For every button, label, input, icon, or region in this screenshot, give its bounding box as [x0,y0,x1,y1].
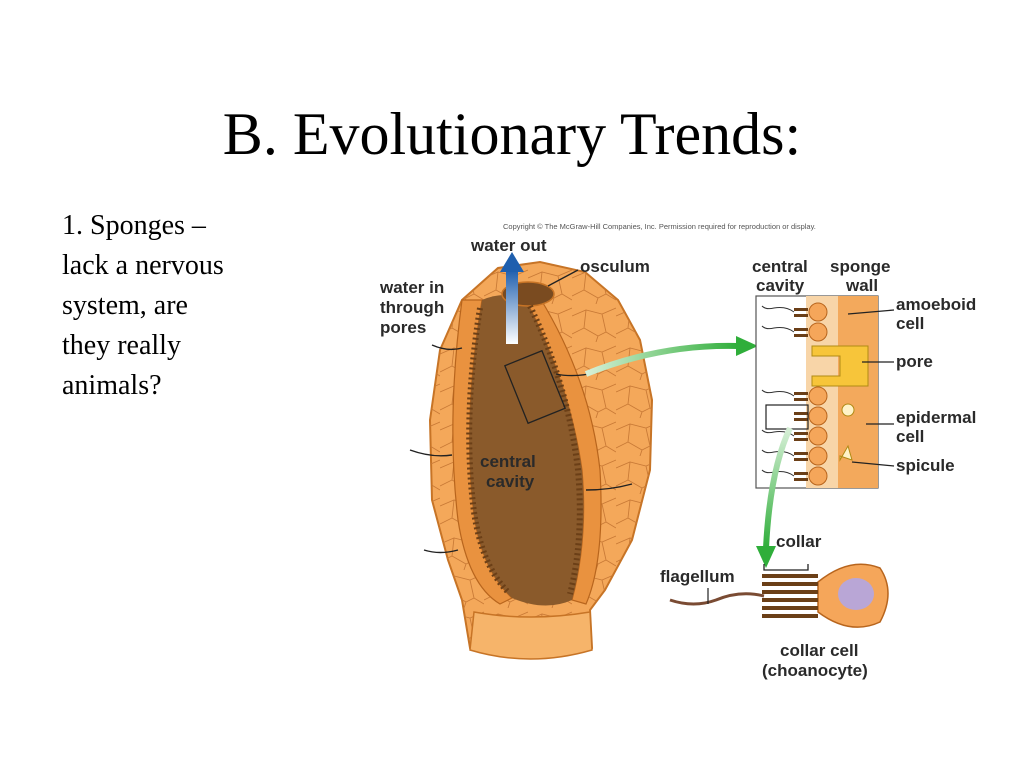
label-osculum: osculum [580,257,650,276]
arrow-to-collar-cell [756,426,793,568]
label-central-cavity-inset-line: cavity [756,276,805,295]
inset-pore [811,345,869,387]
label-central-cavity-line: central [480,452,536,471]
label-water-in-line: through [380,298,444,317]
label-sponge-wall-line: wall [845,276,878,295]
water-out-arrow [500,252,524,344]
label-epidermal-cell: epidermal cell [896,408,981,446]
bullet-text: 1. Sponges – lack a nervous system, are … [62,206,302,406]
copyright-text: Copyright © The McGraw-Hill Companies, I… [503,222,816,231]
label-central-cavity-inset-line: central [752,257,808,276]
label-epidermal-cell-line: epidermal [896,408,976,427]
label-sponge-wall-line: sponge [830,257,890,276]
label-central-cavity-main: central cavity [480,452,540,491]
label-amoeboid-cell-line: cell [896,314,924,333]
bullet-line: 1. Sponges – [62,210,206,241]
label-collar-cell-line: collar cell [780,641,858,660]
bullet-line: lack a nervous [62,250,224,281]
label-epidermal-cell-line: cell [896,427,924,446]
label-water-in: water in through pores [379,278,449,337]
label-water-in-line: water in [379,278,444,297]
wall-inset [755,295,895,489]
bullet-line: they really [62,330,181,361]
label-flagellum: flagellum [660,567,735,586]
collar-cell-detail [669,563,889,628]
bullet-line: animals? [62,370,162,401]
bullet-line: system, are [62,290,188,321]
inset-spicule [839,444,853,462]
arrow-to-wall-inset [584,336,758,377]
label-collar-cell-line: (choanocyte) [762,661,868,680]
label-pore: pore [896,352,933,371]
collar-cell-nucleus [838,578,874,610]
label-water-in-line: pores [380,318,426,337]
inset-collar-cells [808,302,828,486]
label-water-out: water out [470,236,547,255]
label-amoeboid-cell: amoeboid cell [896,295,981,333]
label-sponge-wall: sponge wall [830,257,895,295]
slide-title: B. Evolutionary Trends: [222,101,802,167]
label-collar: collar [776,532,822,551]
label-spicule: spicule [896,456,955,475]
label-collar-cell: collar cell (choanocyte) [762,641,868,680]
label-amoeboid-cell-line: amoeboid [896,295,976,314]
label-central-cavity-inset: central cavity [752,257,812,295]
sponge-body [409,260,654,660]
label-central-cavity-line: cavity [486,472,535,491]
